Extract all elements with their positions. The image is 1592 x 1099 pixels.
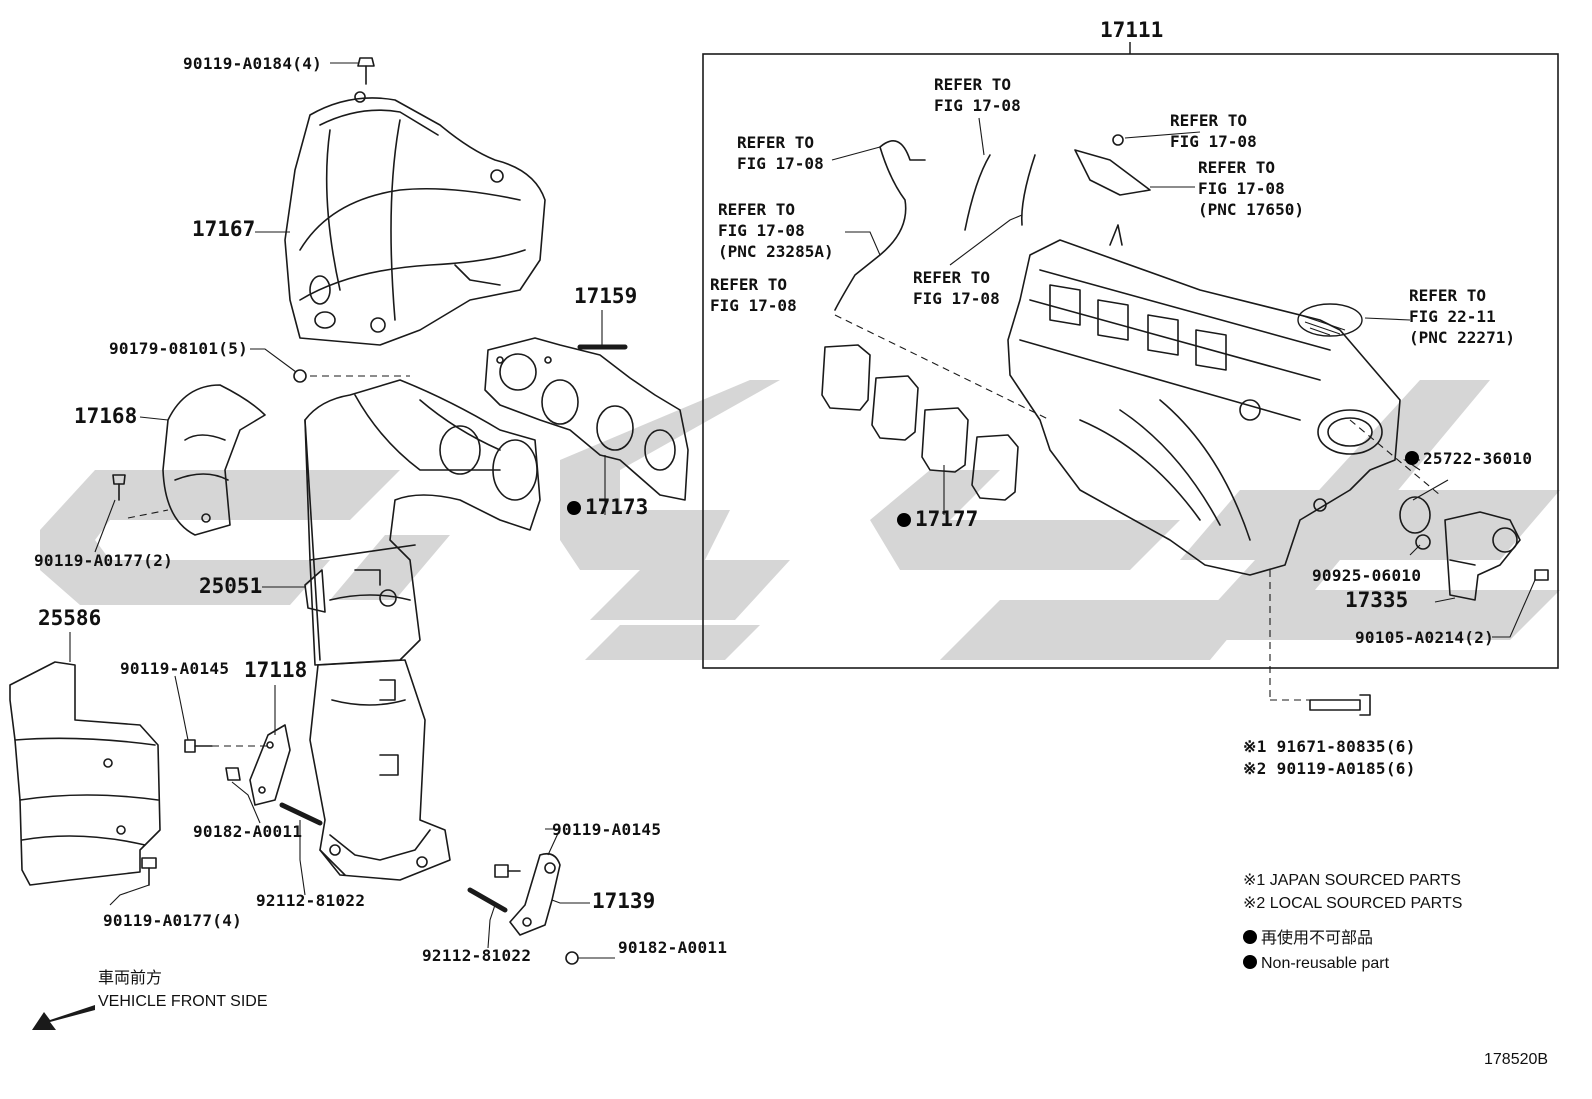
legend-nonreusable-en: Non-reusable part: [1243, 953, 1389, 975]
nut-90182-A0011-right: [565, 951, 579, 965]
gasket-17173: [484, 337, 689, 501]
part-label-90119-A0145-left: 90119-A0145: [120, 659, 230, 678]
part-label-17335: 17335: [1345, 588, 1409, 612]
bolt-90119-A0145-right: [494, 864, 521, 878]
part-label-17159: 17159: [574, 284, 638, 308]
stud-92112-81022-right: [467, 887, 508, 913]
legend-dot-icon: [1243, 955, 1257, 969]
bolt-90105-A0214: [1534, 569, 1549, 581]
watermark-logo: [40, 380, 1560, 660]
intake-gaskets-17177: [821, 344, 1019, 501]
part-label-90119-A0177-4: 90119-A0177(4): [103, 911, 243, 930]
part-label-90119-A0184: 90119-A0184(4): [183, 54, 323, 73]
bolt-90119-A0177-left: [112, 474, 126, 501]
bolt-90119-A0145-left: [184, 739, 213, 753]
heat-insulator-17167: [284, 91, 546, 346]
dashed-guides: [127, 314, 1441, 747]
part-number-17173: 17173: [585, 495, 649, 519]
legend-local-sourced: ※2 LOCAL SOURCED PARTS: [1243, 895, 1463, 912]
legend-dot-icon: [1243, 930, 1257, 944]
refer-label-1: REFER TO FIG 17-08: [737, 133, 824, 173]
refer-label-8: REFER TO FIG 22-11 (PNC 22271): [1409, 286, 1515, 347]
part-label-90182-A0011-left: 90182-A0011: [193, 822, 303, 841]
bracket-17139: [509, 852, 561, 936]
part-label-92112-81022-right: 92112-81022: [422, 946, 532, 965]
intake-manifold-assembly-box: [702, 53, 1559, 669]
gasket-90925-06010: [1415, 534, 1431, 550]
hose-pipes: [834, 134, 1151, 311]
bolt-90119-A0177-bottom: [141, 857, 157, 886]
nut-90182-A0011-left: [225, 767, 241, 781]
part-number-25722-36010: 25722-36010: [1423, 449, 1533, 468]
part-label-90105-A0214: 90105-A0214(2): [1355, 628, 1495, 647]
part-label-90119-A0185: ※2 90119-A0185(6): [1243, 759, 1416, 778]
part-label-25586: 25586: [38, 606, 102, 630]
part-label-17177: 17177: [897, 509, 978, 530]
bracket-17118: [249, 724, 291, 806]
legend-nonreusable-jp: 再使用不可部品: [1243, 928, 1373, 950]
part-label-17118: 17118: [244, 658, 308, 682]
part-label-25722-36010: 25722-36010: [1405, 448, 1532, 469]
non-reusable-marker: [897, 513, 911, 527]
heat-insulator-17168: [162, 384, 266, 536]
non-reusable-marker: [567, 501, 581, 515]
part-label-90179-08101: 90179-08101(5): [109, 339, 249, 358]
part-label-90119-A0145-right: 90119-A0145: [552, 820, 662, 839]
part-label-90925-06010: 90925-06010: [1312, 566, 1422, 585]
refer-label-2: REFER TO FIG 17-08: [934, 75, 1021, 115]
stud-92112-81022-left: [279, 802, 323, 826]
throttle-body-17335: [1444, 511, 1521, 601]
catalytic-converter: [304, 569, 451, 881]
intake-manifold-17111: [1007, 224, 1401, 576]
legend-nonreusable-en-text: Non-reusable part: [1261, 955, 1390, 972]
legend-japan-sourced: ※1 JAPAN SOURCED PARTS: [1243, 872, 1461, 889]
bolt-90119-A0184: [357, 57, 375, 85]
heat-insulator-25586: [9, 661, 161, 886]
part-label-17167: 17167: [192, 217, 256, 241]
part-label-90182-A0011-right: 90182-A0011: [618, 938, 728, 957]
refer-label-5: REFER TO FIG 17-08 (PNC 23285A): [718, 200, 834, 261]
part-label-25051: 25051: [199, 574, 263, 598]
nut-90179-08101: [293, 369, 307, 383]
screen-filter-22271: [1297, 303, 1363, 337]
gasket-25722-36010: [1399, 496, 1431, 534]
direction-label-en: VEHICLE FRONT SIDE: [98, 993, 268, 1010]
refer-label-4: REFER TO FIG 17-08 (PNC 17650): [1198, 158, 1304, 219]
part-label-17139: 17139: [592, 889, 656, 913]
refer-label-3: REFER TO FIG 17-08: [1170, 111, 1257, 151]
part-label-91671-80835: ※1 91671-80835(6): [1243, 737, 1416, 756]
part-label-90119-A0177-2: 90119-A0177(2): [34, 551, 174, 570]
refer-label-7: REFER TO FIG 17-08: [913, 268, 1000, 308]
part-label-17168: 17168: [74, 404, 138, 428]
part-label-92112-81022-left: 92112-81022: [256, 891, 366, 910]
part-label-17173: 17173: [567, 497, 648, 518]
bolt-91671-80835: [1309, 694, 1371, 716]
direction-label-jp: 車両前方: [98, 970, 163, 987]
figure-id: 178520B: [1484, 1051, 1549, 1068]
refer-label-6: REFER TO FIG 17-08: [710, 275, 797, 315]
assembly-label-17111: 17111: [1100, 18, 1164, 42]
exhaust-manifold-25051: [304, 379, 541, 666]
legend-nonreusable-jp-text: 再使用不可部品: [1261, 930, 1374, 947]
part-number-17177: 17177: [915, 507, 979, 531]
non-reusable-marker: [1405, 451, 1419, 465]
front-direction-arrow: [32, 1005, 95, 1030]
